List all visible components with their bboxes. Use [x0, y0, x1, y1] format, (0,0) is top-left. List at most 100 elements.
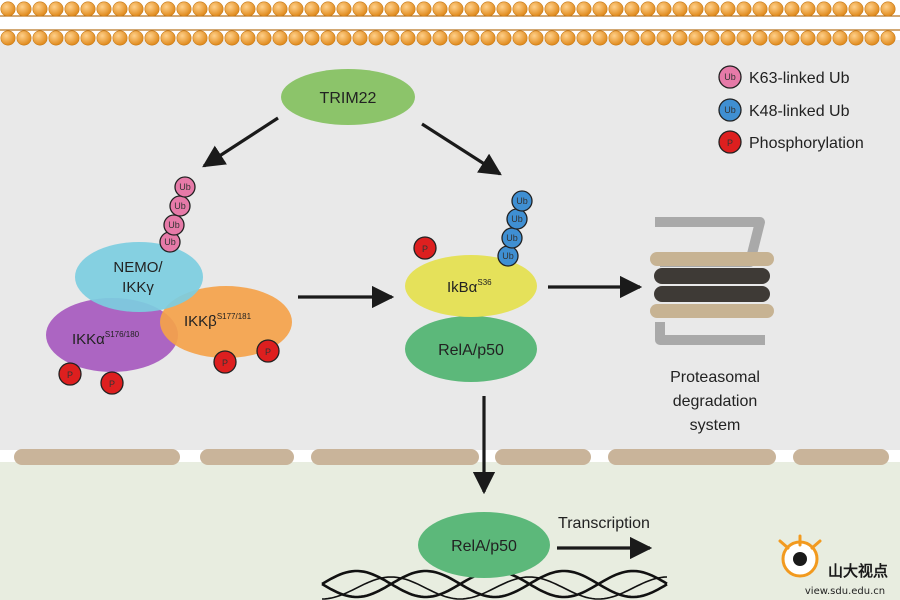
membrane-bead — [208, 30, 224, 46]
phospho-glyph: P — [265, 347, 271, 357]
watermark-name: 山大视点 — [828, 562, 888, 580]
ub-k63-glyph: Ub — [168, 220, 180, 230]
membrane-bead — [736, 30, 752, 46]
membrane-bead — [368, 1, 384, 17]
membrane-bead — [800, 1, 816, 17]
membrane-bead — [560, 1, 576, 17]
membrane-bead — [608, 1, 624, 17]
membrane-bead — [880, 1, 896, 17]
legend-ub-k48-glyph: Ub — [724, 105, 736, 115]
membrane-bead — [304, 30, 320, 46]
membrane-bead — [672, 30, 688, 46]
proteasome-label-line1: Proteasomal — [670, 369, 760, 386]
membrane-bead — [816, 30, 832, 46]
ub-k48-glyph: Ub — [506, 233, 518, 243]
ikkb-node — [160, 286, 292, 358]
membrane-bead — [224, 1, 240, 17]
membrane-bead — [880, 30, 896, 46]
membrane-bead — [736, 1, 752, 17]
membrane-bead — [144, 1, 160, 17]
proteasome-ring-beta-bottom — [654, 286, 770, 302]
nuclear-envelope — [14, 449, 889, 465]
watermark: 山大视点 view.sdu.edu.cn — [778, 534, 888, 597]
membrane-bead — [288, 1, 304, 17]
membrane-bead — [848, 30, 864, 46]
ub-k48-glyph: Ub — [502, 251, 514, 261]
membrane-bead — [720, 30, 736, 46]
membrane-bead — [64, 30, 80, 46]
ub-k63-glyph: Ub — [179, 182, 191, 192]
membrane-bead — [416, 1, 432, 17]
rela-cytoplasm-node — [405, 316, 537, 382]
membrane-bead — [592, 30, 608, 46]
legend-ub-k63-glyph: Ub — [724, 72, 736, 82]
membrane-bead — [256, 1, 272, 17]
legend-k63-label: K63-linked Ub — [749, 70, 850, 87]
membrane-bead — [304, 1, 320, 17]
membrane-bead — [784, 30, 800, 46]
membrane-bead — [544, 1, 560, 17]
cell-membrane — [0, 1, 900, 46]
membrane-bead — [512, 1, 528, 17]
membrane-bead — [432, 30, 448, 46]
membrane-bead — [672, 1, 688, 17]
membrane-bead — [832, 30, 848, 46]
membrane-bead — [688, 30, 704, 46]
membrane-bead — [608, 30, 624, 46]
eye-logo-icon — [778, 534, 822, 578]
membrane-bead — [112, 1, 128, 17]
ub-k48-icon — [511, 190, 533, 212]
legend-phospho-glyph: P — [727, 138, 733, 148]
membrane-bead — [768, 30, 784, 46]
membrane-bead — [224, 30, 240, 46]
membrane-bead — [784, 1, 800, 17]
ikba-rela-complex: RelA/p50 IkBαS36 Ub Ub Ub Ub P — [405, 190, 537, 382]
membrane-bead — [544, 30, 560, 46]
membrane-bead — [640, 1, 656, 17]
membrane-bead — [640, 30, 656, 46]
ub-k63-icon — [163, 214, 185, 236]
membrane-bead — [768, 1, 784, 17]
membrane-bead — [96, 30, 112, 46]
membrane-bead — [576, 1, 592, 17]
membrane-bead — [176, 1, 192, 17]
membrane-bead — [624, 30, 640, 46]
phospho-icon — [213, 350, 237, 374]
membrane-bead — [480, 1, 496, 17]
arrow-trim22-to-ikba — [421, 122, 502, 176]
ub-k63-icon — [174, 176, 196, 198]
watermark-url: view.sdu.edu.cn — [805, 586, 885, 597]
membrane-bead — [432, 1, 448, 17]
membrane-bead — [480, 30, 496, 46]
membrane-bead — [64, 1, 80, 17]
membrane-bead — [464, 30, 480, 46]
membrane-bead — [32, 1, 48, 17]
membrane-bead — [192, 1, 208, 17]
proteasome-ring-alpha-top — [650, 252, 774, 266]
phospho-glyph: P — [67, 370, 73, 380]
ikk-phospho-sites: P P P P — [58, 339, 280, 395]
membrane-bead — [496, 1, 512, 17]
ikkb-label: IKKβS177/181 — [184, 312, 252, 330]
membrane-bead — [752, 30, 768, 46]
membrane-bead — [272, 1, 288, 17]
phospho-icon — [58, 362, 82, 386]
nemo-node — [75, 242, 203, 312]
membrane-bead — [128, 1, 144, 17]
membrane-bead — [384, 1, 400, 17]
ub-k48-icon — [718, 98, 742, 122]
membrane-bead — [864, 30, 880, 46]
membrane-bead — [384, 30, 400, 46]
membrane-bead — [96, 1, 112, 17]
membrane-bead — [320, 1, 336, 17]
membrane-bead — [832, 1, 848, 17]
ikba-node — [405, 255, 537, 317]
membrane-bead — [48, 1, 64, 17]
membrane-bead — [624, 1, 640, 17]
membrane-bead — [864, 1, 880, 17]
membrane-bead — [752, 1, 768, 17]
membrane-bead — [48, 30, 64, 46]
proteasome-ring-alpha-bottom — [650, 304, 774, 318]
